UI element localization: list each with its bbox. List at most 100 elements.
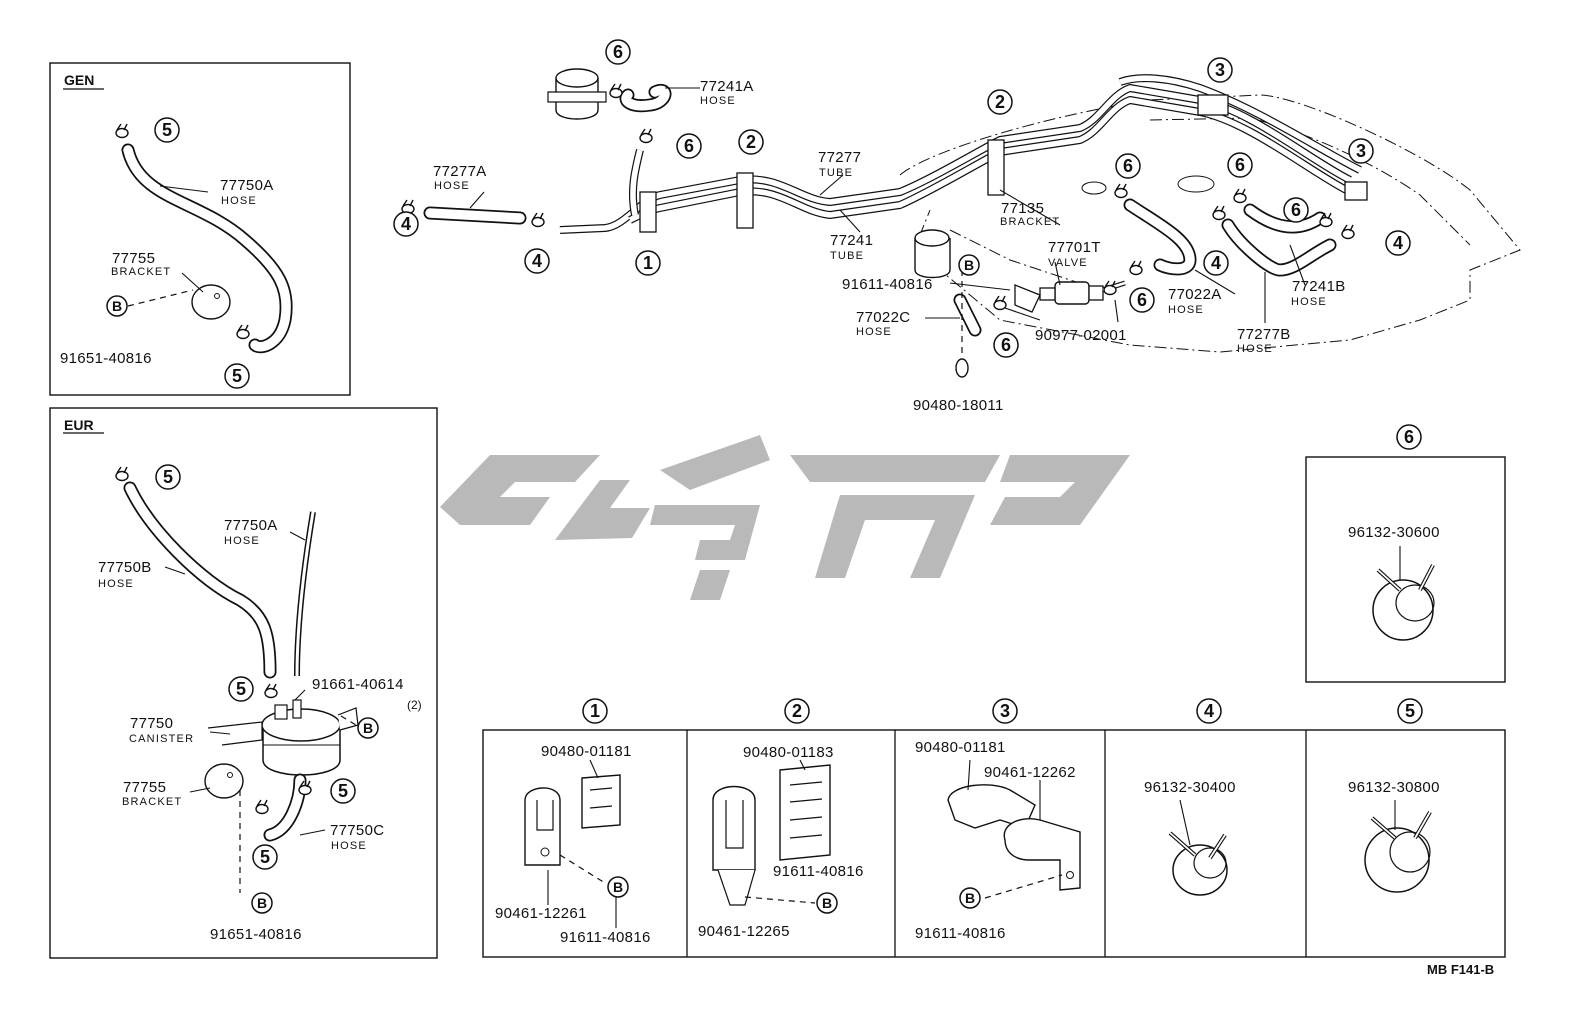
callout-6: 6 bbox=[1123, 156, 1133, 176]
figure-reference: MB F141-B bbox=[1427, 962, 1494, 977]
part-77277-sub: TUBE bbox=[819, 167, 853, 179]
detail-4-part-0: 96132-30400 bbox=[1144, 779, 1236, 796]
part-77241-number: 77241 bbox=[830, 232, 873, 249]
part-90480-18011-number: 90480-18011 bbox=[913, 397, 1004, 414]
part-77022c-number: 77022C bbox=[856, 309, 910, 326]
callout-b: B bbox=[257, 895, 267, 911]
part-77241b-number: 77241B bbox=[1292, 278, 1346, 295]
detail-1-part-1: 90461-12261 bbox=[495, 905, 587, 922]
part-77241a-sub: HOSE bbox=[700, 95, 736, 107]
part-77750a-eur-number: 77750A bbox=[224, 517, 278, 534]
part-77755-eur-number: 77755 bbox=[123, 779, 166, 796]
part-77022a-number: 77022A bbox=[1168, 286, 1222, 303]
part-77135-number: 77135 bbox=[1001, 200, 1044, 217]
part-77755-gen-number: 77755 bbox=[112, 250, 155, 267]
part-77277a-sub: HOSE bbox=[434, 180, 470, 192]
callout-5: 5 bbox=[260, 847, 270, 867]
callout-b: B bbox=[964, 257, 974, 273]
callout-circles bbox=[106, 39, 1423, 914]
part-77750-number: 77750 bbox=[130, 715, 173, 732]
detail-6-part-0: 96132-30600 bbox=[1348, 524, 1440, 541]
callout-5: 5 bbox=[232, 366, 242, 386]
callout-3: 3 bbox=[1215, 60, 1225, 80]
detail-2-part-0: 90480-01183 bbox=[743, 744, 834, 761]
part-77750a-eur-sub: HOSE bbox=[224, 535, 260, 547]
part-77750-sub: CANISTER bbox=[129, 733, 194, 745]
detail-3-part-0: 90480-01181 bbox=[915, 739, 1006, 756]
gen-label: GEN bbox=[64, 72, 94, 88]
part-91661-number: 91661-40614 bbox=[312, 676, 404, 693]
check-valve bbox=[1014, 280, 1126, 313]
detail-5-drawing bbox=[1364, 800, 1432, 893]
callout-4: 4 bbox=[401, 214, 411, 234]
callout-4: 4 bbox=[1211, 253, 1221, 273]
callout-2: 2 bbox=[995, 92, 1005, 112]
part-77755-gen-sub: BRACKET bbox=[111, 266, 171, 278]
part-91651-eur-number: 91651-40816 bbox=[210, 926, 302, 943]
part-77277-number: 77277 bbox=[818, 149, 861, 166]
detail-2-part-1: 91611-40816 bbox=[773, 863, 864, 880]
callout-b: B bbox=[112, 298, 122, 314]
callout-2: 2 bbox=[746, 132, 756, 152]
detail-3-index: 3 bbox=[1000, 701, 1010, 721]
detail-2-drawing bbox=[712, 759, 831, 906]
detail-4-drawing bbox=[1168, 799, 1228, 896]
part-77750b-sub: HOSE bbox=[98, 578, 134, 590]
eur-box bbox=[49, 407, 438, 959]
part-77241-sub: TUBE bbox=[830, 250, 864, 262]
part-91661-qty: (2) bbox=[407, 698, 422, 712]
callout-5: 5 bbox=[163, 467, 173, 487]
detail-1-drawing bbox=[524, 759, 621, 928]
part-91611-main-number: 91611-40816 bbox=[842, 276, 933, 293]
detail-3-part-1: 90461-12262 bbox=[984, 764, 1076, 781]
filler-cap bbox=[547, 68, 607, 120]
callout-6: 6 bbox=[684, 136, 694, 156]
part-77750c-sub: HOSE bbox=[331, 840, 367, 852]
callout-numbers: 5 5 5 5 5 5 6 6 2 2 3 3 4 4 1 6 6 6 4 4 … bbox=[112, 42, 1415, 911]
watermark-logo bbox=[440, 435, 1130, 600]
detail-1-part-2: 91611-40816 bbox=[560, 929, 651, 946]
part-91651-gen-number: 91651-40816 bbox=[60, 350, 152, 367]
canister-shape bbox=[207, 699, 359, 776]
detail-5-index: 5 bbox=[1405, 701, 1415, 721]
callout-5: 5 bbox=[236, 679, 246, 699]
part-77750a-gen-number: 77750A bbox=[220, 177, 274, 194]
callout-6: 6 bbox=[1291, 200, 1301, 220]
part-90977-number: 90977-02001 bbox=[1035, 327, 1127, 344]
detail-2-part-2: 90461-12265 bbox=[698, 923, 790, 940]
callout-3: 3 bbox=[1356, 141, 1366, 161]
part-77241b-sub: HOSE bbox=[1291, 296, 1327, 308]
callout-6: 6 bbox=[1001, 335, 1011, 355]
detail-3-drawing bbox=[947, 759, 1081, 899]
part-77750c-number: 77750C bbox=[330, 822, 384, 839]
part-77241a-number: 77241A bbox=[700, 78, 754, 95]
part-77022c-sub: HOSE bbox=[856, 326, 892, 338]
detail-3-part-2: 91611-40816 bbox=[915, 925, 1006, 942]
part-77755-eur-sub: BRACKET bbox=[122, 796, 182, 808]
callout-4: 4 bbox=[1393, 233, 1403, 253]
part-77750b-number: 77750B bbox=[98, 559, 152, 576]
detail-4-index: 4 bbox=[1204, 701, 1214, 721]
callout-6: 6 bbox=[1235, 155, 1245, 175]
leader-lines bbox=[469, 87, 1306, 323]
detail-2-index: 2 bbox=[792, 701, 802, 721]
part-77022a-sub: HOSE bbox=[1168, 304, 1204, 316]
callout-b: B bbox=[965, 890, 975, 906]
part-77277b-sub: HOSE bbox=[1237, 343, 1273, 355]
callout-1: 1 bbox=[643, 253, 653, 273]
callout-5: 5 bbox=[162, 120, 172, 140]
callout-5: 5 bbox=[338, 781, 348, 801]
part-77277b-number: 77277B bbox=[1237, 326, 1291, 343]
part-77135-sub: BRACKET bbox=[1000, 216, 1060, 228]
callout-6: 6 bbox=[1137, 290, 1147, 310]
detail-1-index: 1 bbox=[590, 701, 600, 721]
detail-6-index: 6 bbox=[1404, 427, 1414, 447]
callout-4: 4 bbox=[532, 251, 542, 271]
part-77701t-number: 77701T bbox=[1048, 239, 1101, 256]
eur-label: EUR bbox=[64, 417, 94, 433]
fuel-tank-outline bbox=[899, 94, 1521, 353]
gen-box bbox=[49, 62, 351, 396]
callout-b: B bbox=[613, 879, 623, 895]
detail-5-part-0: 96132-30800 bbox=[1348, 779, 1440, 796]
